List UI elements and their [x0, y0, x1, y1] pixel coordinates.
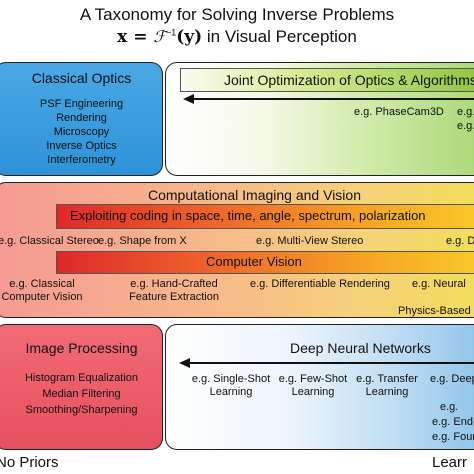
image-processing-item: Histogram Equalization: [24, 372, 139, 384]
cis-example: e.g. Shape from X: [98, 235, 187, 247]
image-processing-item: Smoothing/Sharpening: [25, 404, 138, 416]
equation-argument: (y): [176, 27, 203, 47]
joint-arrow-head-icon: [183, 94, 194, 104]
axis-left-label: No Priors: [0, 454, 59, 471]
coding-bar: [56, 204, 474, 229]
joint-example: e.g.: [457, 120, 474, 132]
deep-neural-networks-box: [165, 324, 474, 450]
computational-imaging-heading: Computational Imaging and Vision: [148, 187, 361, 203]
inverse-superscript: −1: [165, 27, 177, 38]
joint-optimization-heading: Joint Optimization of Optics & Algorithm…: [224, 72, 474, 88]
coding-bar-label: Exploiting coding in space, time, angle,…: [70, 208, 426, 223]
cis-example: e.g. Classical Stereo: [0, 235, 99, 247]
dnn-example: e.g. Transfer: [356, 373, 418, 385]
joint-arrow-line: [190, 98, 474, 100]
deep-neural-networks-heading: Deep Neural Networks: [290, 340, 431, 356]
computer-vision-bar: [56, 251, 474, 274]
dnn-example: Learning: [209, 386, 253, 398]
cis-example: Feature Extraction: [129, 291, 219, 303]
joint-example: e.g. PhaseCam3D: [354, 106, 444, 118]
classical-optics-heading: Classical Optics: [31, 70, 132, 86]
cis-example: e.g. Neural: [412, 278, 466, 290]
image-processing-heading: Image Processing: [25, 340, 138, 356]
joint-optimization-bar: [180, 68, 474, 92]
classical-optics-item: Interferometry: [47, 154, 116, 166]
classical-optics-item: Rendering: [56, 112, 107, 124]
equation-suffix: in Visual Perception: [202, 27, 357, 46]
classical-optics-box: Classical Optics PSF Engineering Renderi…: [0, 62, 163, 176]
cis-example: e.g. Hand-Crafted: [130, 278, 218, 290]
joint-example: e.g.: [457, 106, 474, 118]
cis-example: e.g. Differentiable Rendering: [250, 278, 390, 290]
dnn-example: Learning: [291, 386, 335, 398]
cis-example: e.g. D: [446, 235, 474, 247]
dnn-arrow-line: [186, 362, 474, 364]
diagram-equation: x = ℱ−1(y) in Visual Perception: [0, 28, 474, 46]
forward-operator-symbol: ℱ: [153, 27, 166, 46]
cis-example: e.g. Multi-View Stereo: [256, 235, 364, 247]
dnn-example: e.g. Single-Shot: [191, 373, 271, 385]
image-processing-item: Median Filtering: [42, 388, 121, 400]
dnn-example: Learning: [365, 386, 409, 398]
axis-right-label: Learr: [432, 454, 468, 471]
cis-example: e.g. Classical: [9, 278, 75, 290]
diagram-title: A Taxonomy for Solving Inverse Problems: [79, 5, 395, 24]
cis-example: Physics-Based I: [398, 305, 474, 317]
equation-lhs: x =: [117, 27, 154, 47]
image-processing-box: Image Processing Histogram Equalization …: [0, 324, 163, 450]
dnn-example: e.g. Foun: [432, 431, 474, 443]
dnn-arrow-head-icon: [179, 358, 190, 368]
dnn-example: e.g. Deep: [430, 373, 474, 385]
classical-optics-item: Inverse Optics: [46, 140, 117, 152]
classical-optics-item: Microscopy: [53, 126, 110, 138]
cis-example: Computer Vision: [1, 291, 83, 303]
computer-vision-label: Computer Vision: [206, 254, 302, 269]
dnn-example: e.g.: [440, 401, 459, 413]
dnn-example: e.g. End-t: [432, 416, 474, 428]
classical-optics-item: PSF Engineering: [39, 98, 124, 110]
dnn-example: e.g. Few-Shot: [278, 373, 348, 385]
